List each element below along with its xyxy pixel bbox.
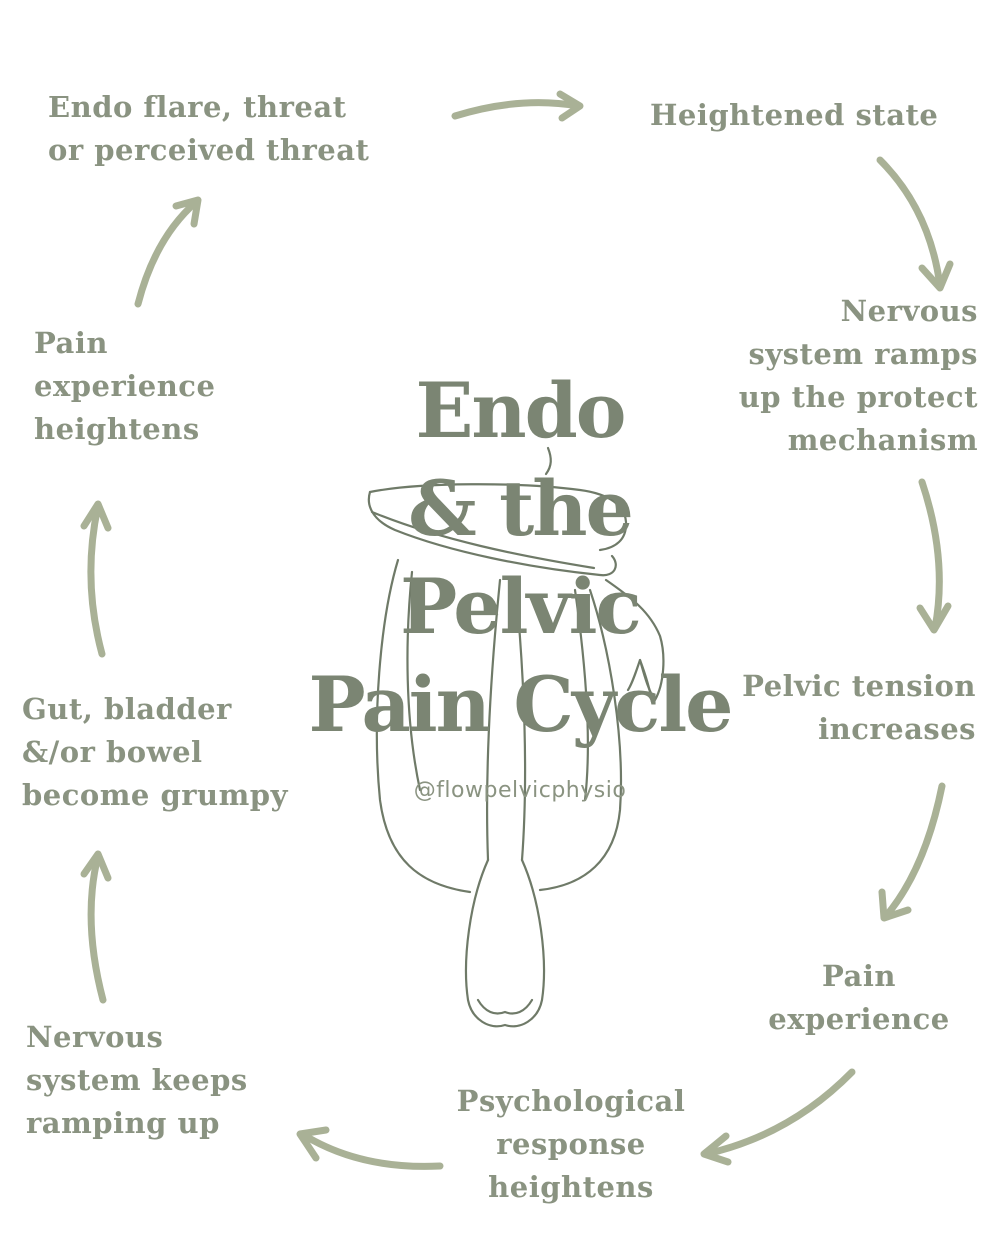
step-gut-bladder-bowel: Gut, bladder &/or bowel become grumpy	[22, 692, 288, 812]
step-nervous-system-keeps-ramping: Nervous system keeps ramping up	[26, 1020, 248, 1140]
arrow-4	[878, 782, 946, 922]
figure-calf-right	[513, 578, 527, 862]
step-pain-experience-heightens: Pain experience heightens	[34, 326, 216, 446]
arrow-5	[700, 1068, 856, 1166]
seated-figure-illustration	[367, 446, 665, 1028]
figure-left-leg-inner	[406, 570, 422, 792]
figure-arm-bottom	[367, 490, 617, 577]
diagram-title: Endo & the Pelvic Pain Cycle	[308, 366, 733, 749]
arrow-8	[80, 500, 112, 658]
cycle-arrows	[80, 90, 954, 1170]
figure-hair	[544, 446, 552, 476]
figure-hand-fingers	[638, 658, 654, 704]
step-nervous-system-ramps: Nervous system ramps up the protect mech…	[738, 294, 978, 457]
arrow-3	[916, 478, 952, 634]
step-psychological-response: Psychological response heightens	[456, 1084, 686, 1204]
arrow-9	[134, 196, 202, 308]
figure-arm-top	[368, 483, 628, 552]
arrow-2	[876, 156, 954, 292]
step-heightened-state: Heightened state	[650, 98, 939, 132]
step-endo-flare: Endo flare, threat or perceived threat	[48, 90, 370, 167]
step-pelvic-tension: Pelvic tension increases	[742, 669, 976, 746]
arrow-7	[80, 850, 112, 1004]
figure-toes	[476, 998, 534, 1015]
figure-forearm	[370, 510, 596, 570]
step-pain-experience: Pain experience	[768, 959, 950, 1036]
arrow-1	[451, 90, 584, 122]
arrow-6	[296, 1126, 444, 1170]
figure-right-leg-outer	[538, 588, 623, 892]
figure-right-leg-inner	[573, 588, 589, 802]
social-handle: @flowpelvicphysio	[413, 778, 627, 803]
figure-foot	[464, 858, 546, 1028]
figure-hand	[604, 578, 665, 702]
figure-calf-left	[486, 578, 502, 862]
figure-left-leg-outer	[375, 558, 472, 894]
